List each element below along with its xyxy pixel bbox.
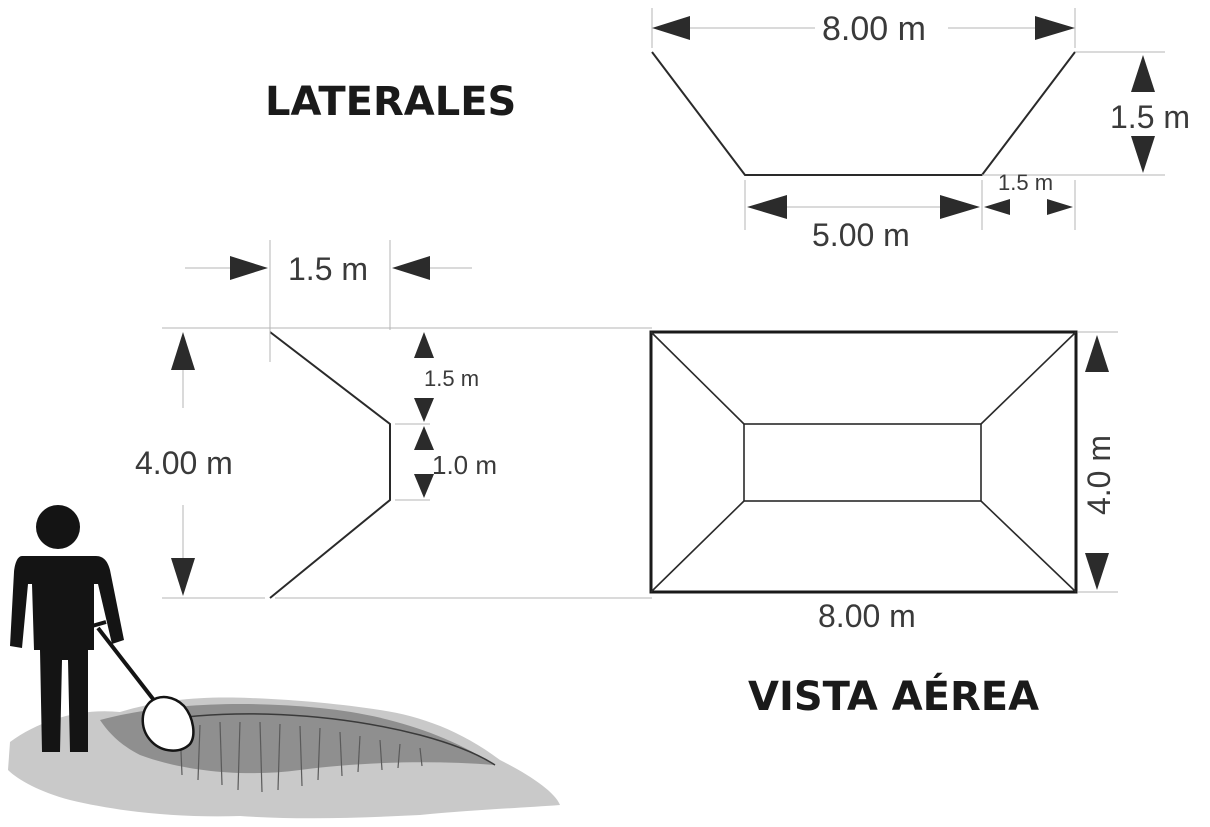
dim-upper-segment: 1.5 m bbox=[424, 366, 479, 391]
arrow-left-icon bbox=[747, 195, 787, 219]
dirt-mound-ridge bbox=[149, 713, 496, 766]
arrow-right-icon bbox=[1047, 199, 1073, 215]
title-laterales: LATERALES bbox=[265, 79, 516, 125]
arrow-left-icon bbox=[984, 199, 1010, 215]
aerial-corner-line bbox=[650, 500, 745, 593]
arrow-up-icon bbox=[171, 332, 195, 370]
arrow-up-icon bbox=[414, 426, 434, 450]
arrow-left-icon bbox=[392, 256, 430, 280]
arrow-right-icon bbox=[1035, 16, 1075, 40]
side-profile: 1.5 m 4.00 m 1.5 m 1.0 m bbox=[135, 240, 652, 599]
arrow-right-icon bbox=[940, 195, 980, 219]
cross-section: 8.00 m 1.5 m 5.00 m 1.5 m bbox=[651, 8, 1190, 253]
arrow-down-icon bbox=[1085, 553, 1109, 590]
arrow-down-icon bbox=[171, 558, 195, 596]
person-head bbox=[36, 505, 80, 549]
aerial-corner-line bbox=[650, 331, 745, 425]
dim-slope-run: 1.5 m bbox=[998, 170, 1053, 195]
aerial-corner-line bbox=[980, 500, 1077, 593]
dim-depth: 1.5 m bbox=[1110, 99, 1190, 135]
side-profile-outline bbox=[269, 331, 391, 599]
person-body bbox=[10, 556, 124, 752]
arrow-up-icon bbox=[1131, 55, 1155, 92]
cross-section-outline bbox=[651, 51, 1076, 176]
shovel-handle bbox=[96, 626, 162, 710]
dim-total-length: 4.00 m bbox=[135, 445, 233, 481]
arrow-down-icon bbox=[414, 398, 434, 422]
dim-middle-segment: 1.0 m bbox=[432, 450, 497, 480]
dim-aerial-height: 4.0 m bbox=[1081, 435, 1117, 515]
arrow-right-icon bbox=[230, 256, 268, 280]
arrow-left-icon bbox=[652, 16, 690, 40]
aerial-outer-rect bbox=[649, 330, 1078, 594]
arrow-down-icon bbox=[1131, 136, 1155, 173]
aerial-view: 4.0 m 8.00 m bbox=[649, 330, 1118, 634]
shovel-blade bbox=[141, 695, 195, 752]
arrow-up-icon bbox=[1085, 335, 1109, 372]
arrow-down-icon bbox=[414, 474, 434, 498]
person-digging-illustration bbox=[8, 505, 560, 819]
arrow-up-icon bbox=[414, 332, 434, 358]
dim-side-slope-run: 1.5 m bbox=[288, 251, 368, 287]
aerial-inner-rect bbox=[743, 423, 982, 502]
dirt-texture bbox=[179, 721, 423, 793]
title-vista-aerea: VISTA AÉREA bbox=[748, 672, 1039, 720]
dim-bottom-width: 5.00 m bbox=[812, 217, 910, 253]
aerial-corner-line bbox=[980, 331, 1077, 425]
dim-top-width: 8.00 m bbox=[822, 10, 926, 48]
shovel-handle-grip bbox=[91, 620, 107, 628]
dim-aerial-width: 8.00 m bbox=[818, 598, 916, 634]
